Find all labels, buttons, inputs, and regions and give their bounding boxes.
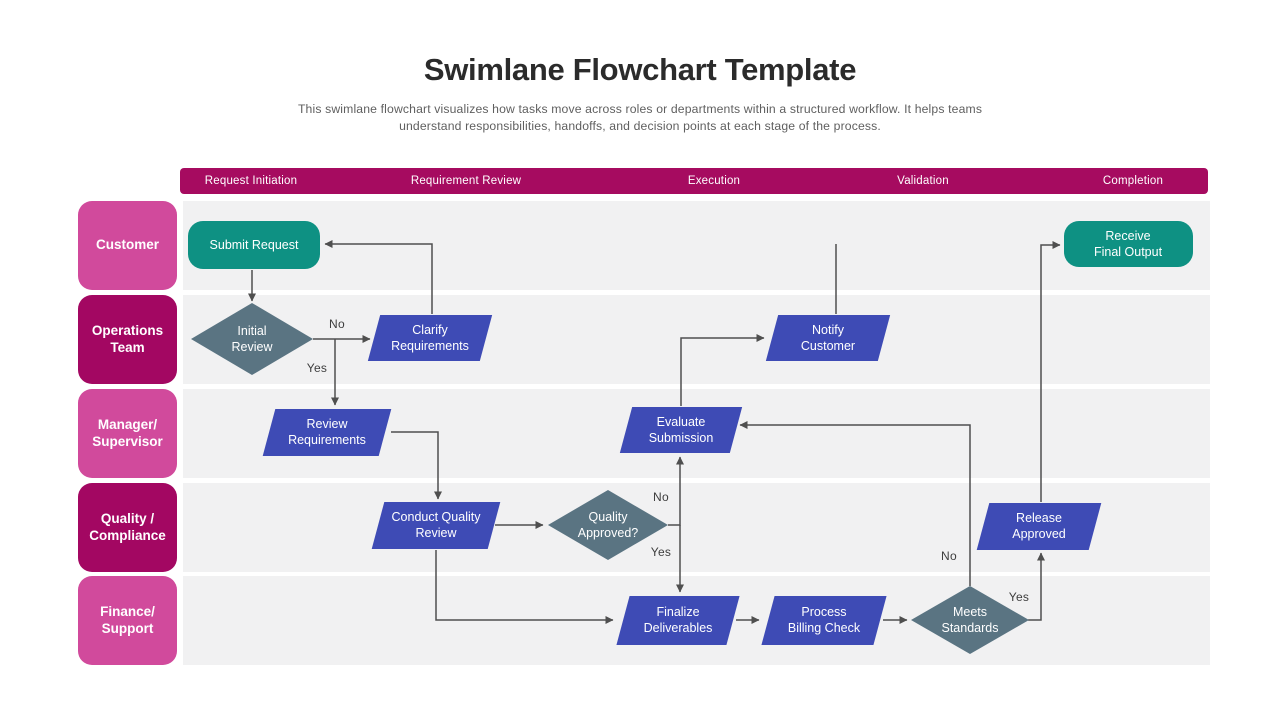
receive-final-output-shape — [1063, 221, 1193, 267]
lane-label-finance: Finance/Support — [78, 576, 177, 665]
page-subtitle: This swimlane flowchart visualizes how t… — [297, 102, 983, 134]
lane-label-manager: Manager/Supervisor — [78, 389, 177, 478]
node-submit-request: Submit Request — [188, 221, 320, 269]
lane-operations — [183, 295, 1210, 384]
lane-customer — [183, 201, 1210, 290]
lane-label-quality: Quality /Compliance — [78, 483, 177, 572]
edge-label-no: No — [653, 490, 669, 504]
edge-label-yes: Yes — [306, 361, 328, 375]
phase-header-bar: Request Initiation Requirement Review Exec… — [180, 168, 1208, 194]
page-title: Swimlane Flowchart Template — [423, 52, 857, 87]
submit-request-label: Submit Request — [209, 237, 299, 252]
phase-label-validation: Validation — [897, 175, 949, 187]
submit-request-shape — [188, 221, 320, 269]
phase-label-execution: Execution — [687, 175, 741, 187]
lane-label-customer: Customer — [78, 201, 177, 290]
phase-label-requirement-review: Requirement Review — [410, 175, 522, 187]
edge-label-yes: Yes — [1008, 590, 1030, 604]
phase-label-request-initiation: Request Initiation — [204, 175, 298, 187]
edge-label-yes: Yes — [650, 545, 672, 559]
phase-label-completion: Completion — [1102, 175, 1164, 187]
edge-label-no: No — [941, 549, 957, 563]
edge-label-no: No — [329, 317, 345, 331]
